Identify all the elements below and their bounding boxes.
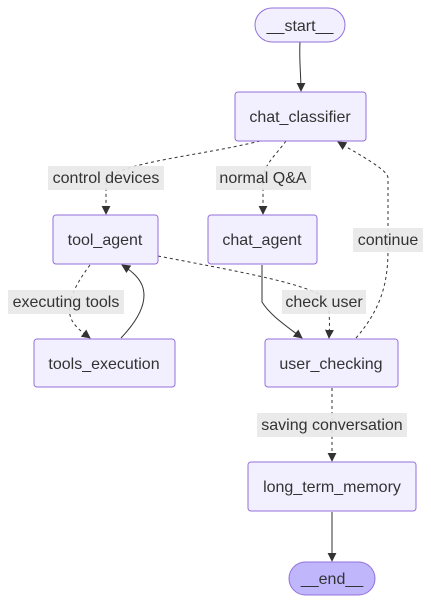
svg-text:chat_classifier: chat_classifier <box>249 109 351 126</box>
svg-text:tool_agent: tool_agent <box>68 232 143 249</box>
node-chat-classifier[interactable]: chat_classifier <box>234 91 367 142</box>
svg-text:control devices: control devices <box>53 170 160 187</box>
edge-tool-agent-to-tools-execution <box>69 264 91 339</box>
edge-label-control-devices: control devices <box>48 166 164 190</box>
edge-start-to-chat-classifier <box>296 41 306 92</box>
edge-label-saving-conversation: saving conversation <box>257 413 407 437</box>
svg-text:executing tools: executing tools <box>13 294 120 311</box>
edge-user-checking-to-classifier <box>337 141 389 339</box>
node-long-term-memory[interactable]: long_term_memory <box>247 461 417 512</box>
node-end[interactable]: __end__ <box>288 561 376 596</box>
svg-text:saving conversation: saving conversation <box>261 417 402 434</box>
svg-text:long_term_memory: long_term_memory <box>263 479 401 496</box>
svg-text:check user: check user <box>285 294 363 311</box>
node-tool-agent[interactable]: tool_agent <box>52 214 159 265</box>
edge-label-check-user: check user <box>282 290 366 314</box>
svg-text:continue: continue <box>358 232 419 249</box>
svg-text:tools_execution: tools_execution <box>48 356 159 373</box>
svg-text:chat_agent: chat_agent <box>222 232 302 249</box>
svg-text:user_checking: user_checking <box>279 356 382 373</box>
svg-text:__end__: __end__ <box>300 571 364 588</box>
node-user-checking[interactable]: user_checking <box>264 338 399 388</box>
edge-label-continue: continue <box>353 228 423 252</box>
node-start[interactable]: __start__ <box>254 7 346 43</box>
svg-text:__start__: __start__ <box>266 18 335 35</box>
edge-chat-agent-to-user-checking <box>261 265 303 339</box>
node-chat-agent[interactable]: chat_agent <box>207 214 318 265</box>
svg-text:normal Q&A: normal Q&A <box>219 170 306 187</box>
edge-label-normal-qa: normal Q&A <box>216 166 311 190</box>
node-tools-execution[interactable]: tools_execution <box>33 338 176 388</box>
edge-tools-execution-to-tool-agent <box>120 264 145 339</box>
edge-label-executing-tools: executing tools <box>8 290 124 314</box>
